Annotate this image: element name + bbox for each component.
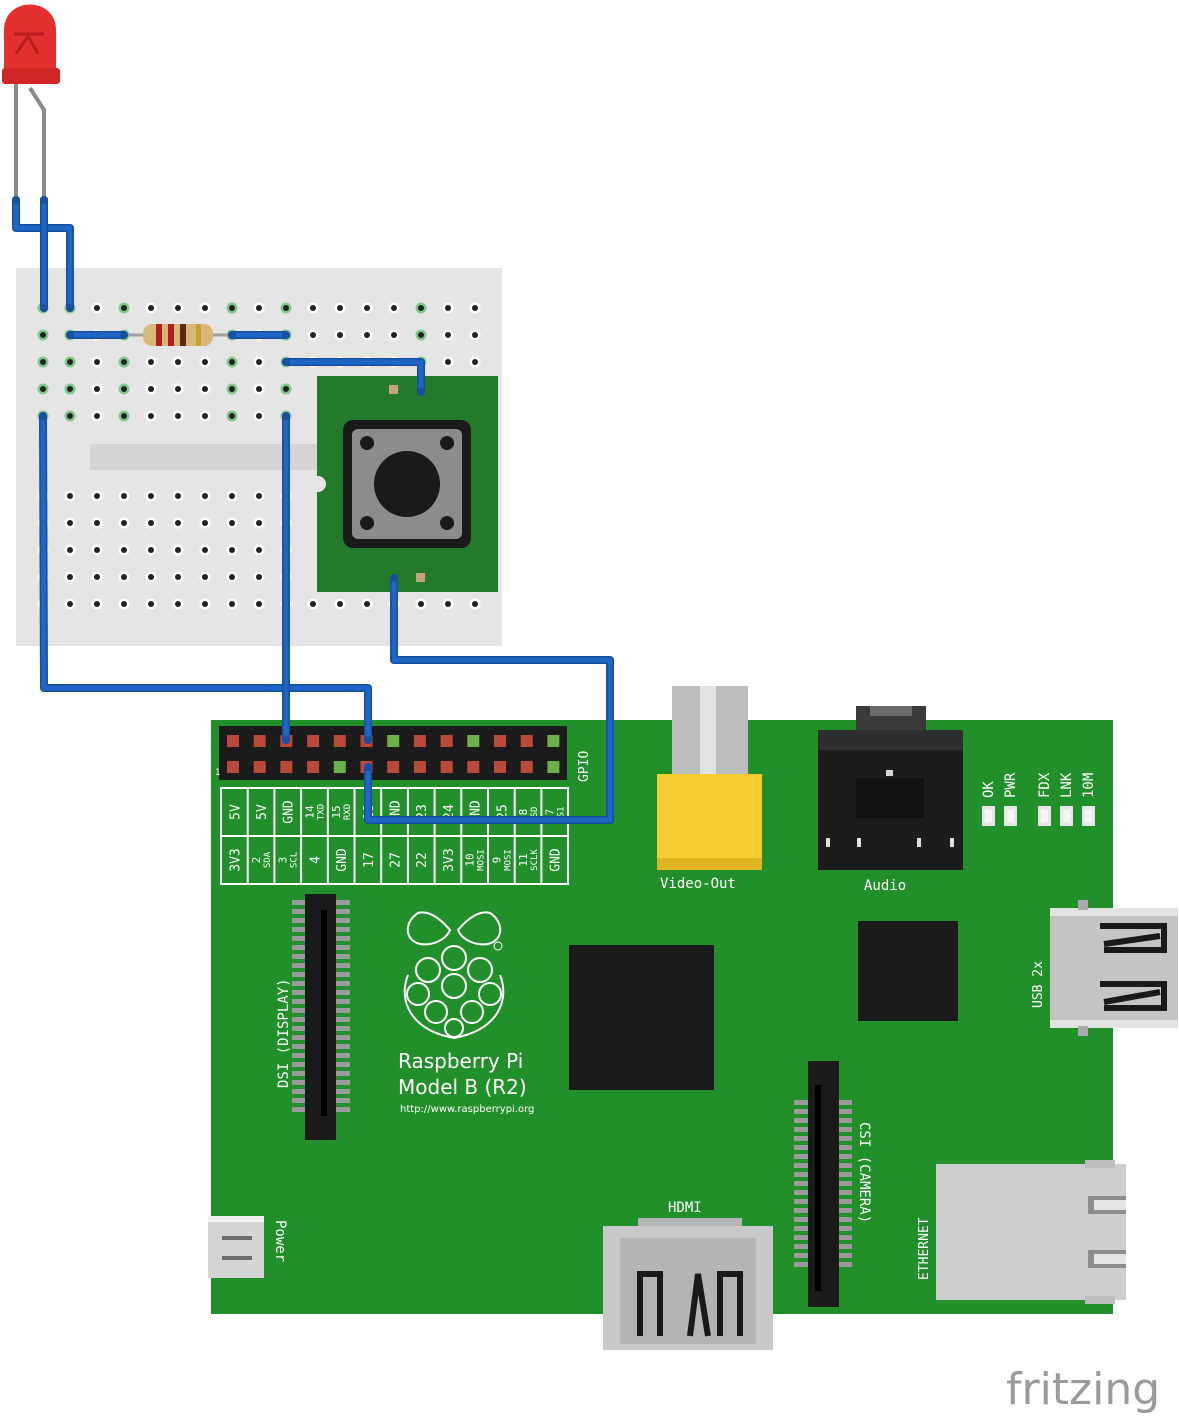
- gpio-pin-label: 4: [308, 856, 323, 864]
- status-led-label: 10M: [1081, 773, 1097, 798]
- gpio-pin: [387, 735, 400, 747]
- gpio-pin: [440, 761, 453, 773]
- gpio-pin: [333, 761, 346, 773]
- gpio-pin-function: RXD: [343, 804, 353, 820]
- gpio-pin-number: 15: [330, 805, 343, 818]
- video-out-label: Video-Out: [660, 876, 736, 892]
- usb-label: USB 2x: [1031, 961, 1046, 1008]
- gpio-pin-number: 3: [277, 857, 290, 864]
- gpio-pin-function: MOSI: [477, 849, 487, 871]
- gpio-pin: [547, 735, 560, 747]
- gpio-pin-number: 2: [250, 857, 263, 864]
- gpio-pin-label: 5V: [228, 804, 243, 820]
- csi-label: CSI (CAMERA): [856, 1122, 872, 1223]
- csi-connector: CSI (CAMERA): [794, 1061, 872, 1307]
- gpio-pin-number: 7: [544, 809, 557, 816]
- gpio-pin-number: 9: [490, 857, 503, 864]
- audio-label: Audio: [864, 878, 906, 894]
- board-name-line2: Model B (R2): [398, 1075, 527, 1099]
- gpio-pin-label: 3V3: [442, 848, 457, 871]
- gpio-header: 1 GPIO: [215, 726, 592, 782]
- board-url: http://www.raspberrypi.org: [400, 1104, 534, 1115]
- jumper-wire: [283, 359, 424, 395]
- gpio-pin: [440, 735, 453, 747]
- power-connector: Power: [208, 1216, 288, 1278]
- status-leds: OK PWR FDX LNK 10M: [981, 772, 1097, 826]
- gpio-pin: [253, 761, 266, 773]
- gpio-pin-label: 24: [442, 804, 457, 820]
- gpio-pin-function: MOSI: [503, 849, 513, 871]
- gpio-pin-label: GND: [335, 848, 350, 872]
- gpio-pin-label: GND: [549, 848, 564, 872]
- gpio-pin: [467, 761, 480, 773]
- status-led-label: LNK: [1059, 772, 1075, 798]
- fritzing-watermark: fritzing: [1006, 1364, 1160, 1415]
- gpio-pin: [494, 735, 506, 747]
- raspberry-logo-icon: [403, 911, 505, 1040]
- hdmi-connector: HDMI: [603, 1200, 773, 1350]
- gpio-pin-function: SCLK: [530, 849, 540, 871]
- status-led-label: OK: [981, 781, 997, 798]
- gpio-pin-label: 22: [415, 852, 430, 868]
- ethernet-connector: ETHERNET: [917, 1160, 1126, 1304]
- dsi-label: DSI (DISPLAY): [276, 978, 292, 1088]
- push-button: [310, 376, 498, 592]
- gpio-pin: [520, 735, 533, 747]
- gpio-pin: [387, 761, 400, 773]
- gpio-pin-label: 5V: [255, 804, 270, 820]
- gpio-pin-label: 25: [495, 804, 510, 820]
- gpio-pin-number: 8: [517, 809, 530, 816]
- status-led-label: PWR: [1003, 772, 1019, 798]
- lan-chip: [858, 921, 958, 1021]
- gpio-pin-function: S1: [557, 807, 567, 818]
- gpio-label: GPIO: [577, 751, 592, 782]
- gpio-pin-number: 10: [464, 853, 477, 866]
- gpio-pin-function: TXD: [316, 804, 326, 820]
- board-name-line1: Raspberry Pi: [398, 1049, 523, 1073]
- gpio-pin: [227, 735, 239, 747]
- gpio-pin: [253, 735, 266, 747]
- gpio-pin-label: 17: [362, 852, 377, 868]
- gpio-pin-label: 23: [415, 804, 430, 820]
- pin1-marker: 1: [215, 768, 220, 778]
- gpio-pin-number: 11: [517, 853, 530, 866]
- gpio-pin: [413, 761, 426, 773]
- gpio-pin-label: GND: [282, 800, 297, 824]
- usb-connector: USB 2x: [1031, 900, 1178, 1036]
- gpio-pin: [520, 761, 533, 773]
- dsi-connector: DSI (DISPLAY): [276, 894, 350, 1140]
- gpio-pin-function: SD: [530, 807, 540, 818]
- gpio-pin: [280, 761, 293, 773]
- wires: [12, 196, 614, 824]
- gpio-pin: [494, 761, 506, 773]
- gpio-pin: [547, 761, 560, 773]
- ethernet-label: ETHERNET: [917, 1217, 932, 1280]
- gpio-pin-number: 14: [303, 805, 316, 819]
- jumper-wire: [40, 413, 371, 743]
- gpio-pin-function: SDA: [263, 851, 273, 868]
- gpio-pin: [333, 735, 346, 747]
- gpio-pin: [413, 735, 426, 747]
- gpio-pin-label: 27: [389, 852, 404, 868]
- hdmi-label: HDMI: [668, 1200, 702, 1216]
- video-out-connector: Video-Out: [657, 686, 762, 892]
- gpio-pin: [307, 761, 320, 773]
- gpio-label-table: [220, 787, 569, 885]
- jumper-wire: [365, 575, 613, 823]
- soc-chip: [569, 945, 714, 1090]
- gpio-pin: [467, 735, 480, 747]
- led: [2, 4, 60, 198]
- audio-jack: Audio: [818, 706, 963, 894]
- gpio-pin: [307, 735, 320, 747]
- power-label: Power: [272, 1220, 288, 1262]
- gpio-pin: [227, 761, 239, 773]
- status-led-label: FDX: [1037, 772, 1053, 798]
- gpio-pin-label: 3V3: [228, 848, 243, 871]
- gpio-pin-function: SCL: [290, 852, 300, 868]
